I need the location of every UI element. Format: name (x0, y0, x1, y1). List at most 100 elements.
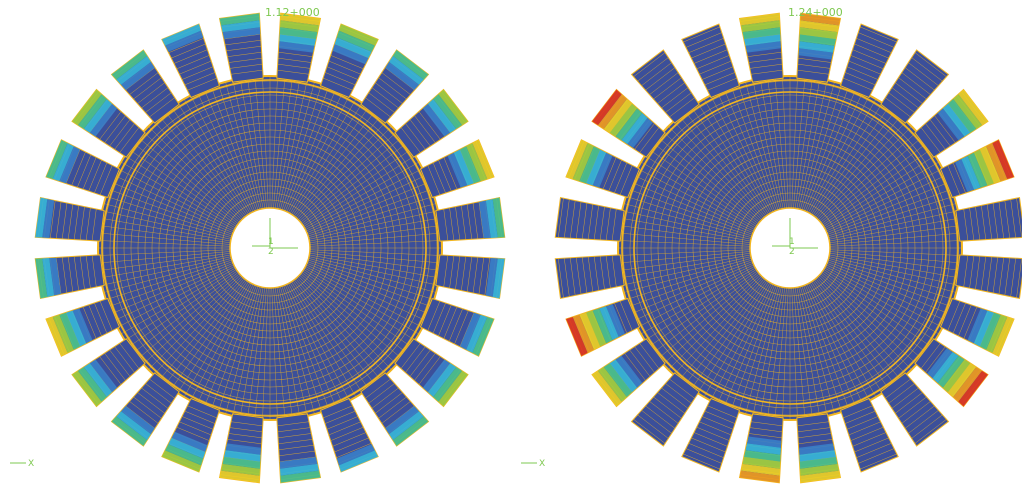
mesh-radial (239, 78, 264, 209)
fe-mode-viewport-left: 1.12+000 1 2 X (10, 6, 506, 484)
tooth-mesh-line (911, 57, 943, 82)
tooth-mesh-line (327, 66, 358, 80)
contour-band (459, 146, 481, 184)
mesh-radial (281, 83, 322, 210)
contour-band (800, 463, 839, 476)
mesh-radial (304, 161, 420, 229)
stator-tooth (45, 139, 121, 199)
tooth-mesh-line (798, 57, 832, 63)
mesh-radial (759, 287, 784, 418)
mesh-radial (197, 284, 254, 404)
mesh-radial (815, 116, 901, 218)
tooth-mesh-line (401, 343, 421, 369)
tooth-mesh-line (963, 209, 969, 241)
tooth-mesh-line (845, 410, 876, 424)
tooth-mesh-line (330, 426, 364, 441)
tooth-mesh-line (277, 69, 309, 75)
mesh-radial (117, 168, 235, 230)
contour-band (438, 89, 468, 126)
contour-band (745, 41, 781, 53)
tooth-mesh-line (278, 57, 312, 63)
mesh-radial (120, 267, 236, 335)
tooth-mesh-line (409, 119, 431, 147)
mesh-radial (673, 277, 764, 375)
tooth-mesh-line (466, 204, 473, 240)
tooth-mesh-line (478, 201, 485, 239)
mesh-radial (308, 259, 435, 300)
stator-tooth (34, 254, 105, 300)
tooth-mesh-line (224, 39, 261, 46)
mesh-radial (829, 240, 962, 247)
mesh-radial (791, 287, 798, 420)
stator-tooth (839, 397, 899, 473)
tooth-mesh-line (958, 305, 972, 336)
tooth-mesh-line (854, 437, 889, 453)
contour-band (453, 149, 474, 186)
stator-tooth (45, 297, 121, 357)
stator-tooth (591, 88, 666, 158)
contour-band (338, 24, 379, 46)
contour-band (389, 55, 424, 85)
tooth-mesh-line (693, 49, 728, 64)
tooth-mesh-line (85, 208, 91, 241)
mesh-radial (796, 78, 821, 209)
stator-tooth (591, 338, 666, 408)
mesh-radial (825, 168, 943, 230)
mesh-radial (818, 276, 912, 370)
mesh-radial (190, 283, 252, 401)
tooth-mesh-line (750, 63, 783, 69)
tooth-mesh-line (278, 444, 314, 451)
contour-band (603, 98, 632, 133)
contour-band (52, 143, 74, 182)
mesh-radial (307, 188, 432, 235)
contour-band (586, 149, 607, 186)
tooth-mesh-line (934, 115, 956, 143)
contour-band (438, 370, 468, 407)
mesh-radial (730, 285, 777, 410)
tooth-mesh-line (455, 206, 461, 240)
tooth-mesh-line (278, 51, 313, 57)
mesh-radial (183, 98, 251, 214)
tooth-mesh-line (125, 67, 156, 91)
mesh-radial (124, 269, 237, 341)
contour-band (221, 20, 260, 33)
tooth-mesh-line (691, 437, 726, 453)
stator-tooth (360, 372, 430, 447)
mesh-radial (628, 188, 753, 235)
mesh-radial (262, 287, 269, 420)
tooth-mesh-line (149, 97, 175, 117)
mesh-radial (824, 267, 940, 335)
contour-band (597, 367, 627, 402)
contour-band (979, 146, 1001, 184)
contour-band (597, 94, 627, 129)
stator-tooth (630, 372, 700, 447)
mesh-radial (658, 137, 760, 223)
mesh-radial (218, 286, 259, 413)
stator-tooth (565, 297, 641, 357)
mesh-radial (752, 80, 782, 210)
stator-tooth (738, 413, 784, 484)
mesh-radial (165, 279, 246, 385)
mesh-radial (114, 175, 234, 232)
tooth-mesh-line (278, 439, 313, 445)
tooth-mesh-line (145, 383, 172, 404)
tooth-mesh-line (614, 162, 628, 193)
stator-tooth (276, 12, 322, 83)
tooth-mesh-line (85, 255, 91, 288)
mesh-radial (630, 263, 754, 315)
mesh-radial (648, 270, 758, 347)
tooth-mesh-line (611, 255, 617, 287)
mesh-radial (295, 116, 381, 218)
mesh-radial (309, 225, 441, 244)
mesh-radial (814, 279, 895, 385)
mesh-radial (827, 261, 952, 308)
tooth-mesh-line (702, 66, 733, 80)
corner-axis-x-label: X (28, 459, 34, 469)
mesh-radial (271, 287, 278, 420)
stator-tooth (435, 254, 506, 300)
tooth-mesh-line (587, 204, 594, 240)
tooth-mesh-line (952, 162, 966, 193)
tooth-mesh-line (449, 255, 455, 288)
tooth-mesh-line (599, 206, 605, 240)
tooth-mesh-line (707, 405, 737, 418)
